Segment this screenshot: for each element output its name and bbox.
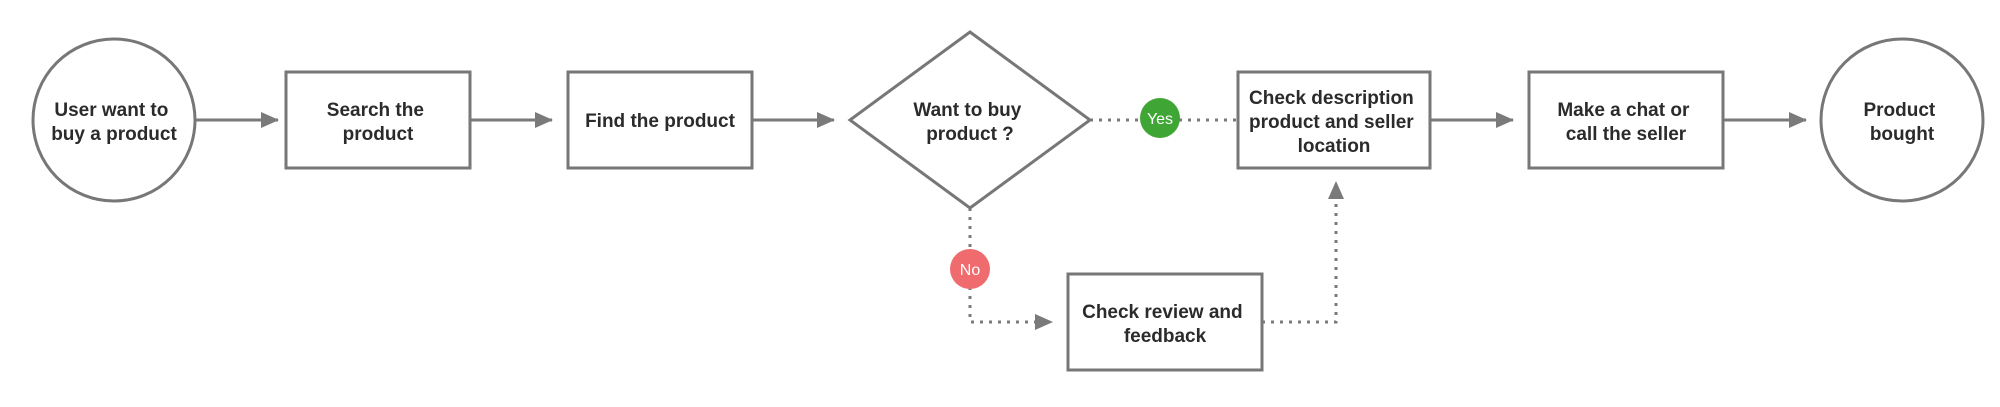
decision-node: Want to buy product ? [847,30,1093,210]
arrow-check-review-to-check-description [1262,181,1344,324]
contact-label: Make a chat or call the seller [1557,100,1694,145]
start-circle [31,37,197,203]
check-description-box [1236,70,1432,170]
no-badge: No [950,249,990,289]
yes-badge-label: Yes [1147,111,1173,128]
search-box [284,70,472,170]
check-description-node: Check description product and seller loc… [1236,70,1432,170]
arrow-no-to-check-review [968,287,1053,330]
start-node: User want to buy a product [31,37,197,203]
find-node: Find the product [566,70,754,170]
decision-label: Want to buy product ? [913,100,1026,145]
start-label: User want to buy a product [51,100,177,145]
contact-box [1527,70,1725,170]
check-review-box [1066,272,1264,372]
check-description-label: Check description product and seller loc… [1249,88,1419,157]
check-review-label: Check review and feedback [1082,302,1248,347]
no-badge-label: No [960,262,981,279]
decision-diamond [847,30,1093,210]
check-review-node: Check review and feedback [1066,272,1264,372]
search-node: Search the product [284,70,472,170]
find-box [566,70,754,170]
yes-badge: Yes [1140,98,1180,138]
no-badge-circle [950,249,990,289]
find-label: Find the product [585,111,736,132]
yes-badge-circle [1140,98,1180,138]
end-node: Product bought [1819,37,1985,203]
end-circle [1819,37,1985,203]
end-label: Product bought [1863,100,1940,145]
contact-node: Make a chat or call the seller [1527,70,1725,170]
search-label: Search the product [327,100,429,145]
